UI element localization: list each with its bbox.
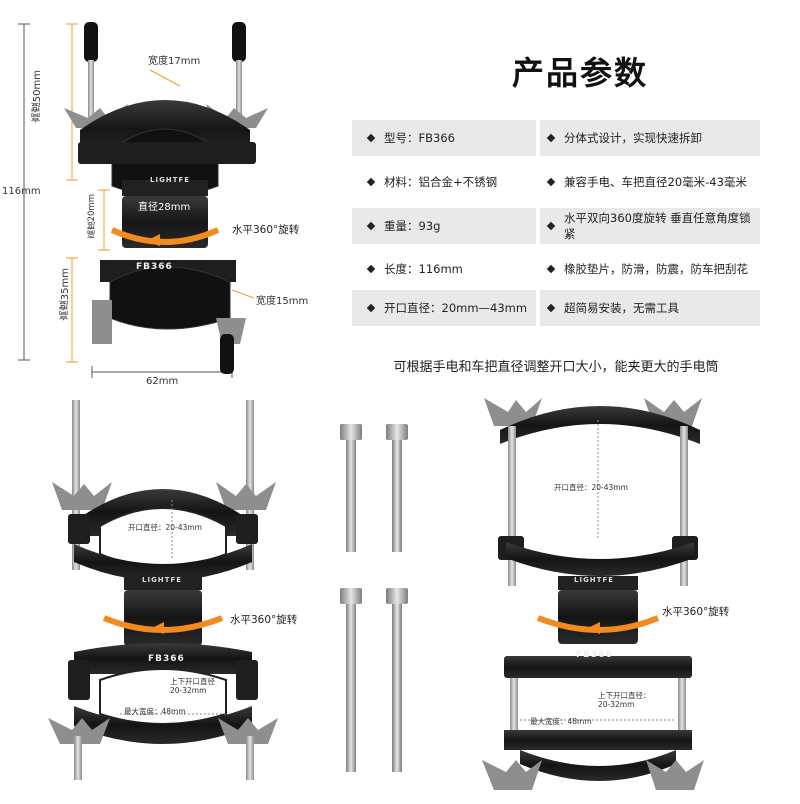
assembled-view-left: 开口直径：20-43mm LIGHTFE 水平360°旋转 FB366 上下开口… (40, 396, 300, 796)
height-mid-label: 高度20mm (87, 194, 97, 239)
spec-row: 重量：93g 水平双向360度旋转 垂直任意角度锁紧 (352, 208, 760, 244)
spec-cell-left: 长度：116mm (352, 251, 536, 287)
diameter-label: 直径28mm (138, 202, 191, 213)
width-top-label: 宽度17mm (148, 56, 201, 67)
bullet-icon (366, 133, 376, 143)
spec-text: 水平双向360度旋转 垂直任意角度锁紧 (564, 211, 751, 241)
lower-opening-label-line2: 20-32mm (170, 686, 207, 695)
width-bottom-label: 宽度15mm (256, 296, 309, 307)
bullet-icon (546, 264, 556, 274)
assembled-illustration-right (482, 398, 704, 790)
spec-text: 分体式设计，实现快速拆卸 (564, 131, 702, 145)
opening-label: 开口直径：20-43mm (554, 483, 628, 492)
product-dimension-illustration (18, 22, 268, 378)
product-dimension-view: 高度50mm 宽度17mm 116mm 直径28mm 高度20mm 水平360°… (0, 0, 340, 400)
spec-cell-left: 开口直径：20mm—43mm (352, 290, 536, 326)
width-total-label: 62mm (146, 376, 179, 387)
page-title: 产品参数 (511, 54, 648, 92)
spec-text: 超简易安装，无需工具 (564, 301, 679, 315)
bullet-icon (366, 221, 376, 231)
spec-row: 长度：116mm 橡胶垫片，防滑，防震，防车把刮花 (352, 251, 760, 287)
bullet-icon (546, 133, 556, 143)
spec-text: 橡胶垫片，防滑，防震，防车把刮花 (564, 262, 748, 276)
spec-cell-right: 兼容手电、车把直径20毫米-43毫米 (540, 164, 760, 200)
lower-opening-label-line2: 20-32mm (598, 700, 635, 709)
spec-cell-right: 水平双向360度旋转 垂直任意角度锁紧 (540, 208, 760, 244)
model-marking: FB366 (148, 654, 185, 664)
spec-cell-right: 超简易安装，无需工具 (540, 290, 760, 326)
spec-row: 型号：FB366 分体式设计，实现快速拆卸 (352, 120, 760, 156)
screws-illustration (340, 424, 408, 772)
caption: 可根据手电和车把直径调整开口大小，能夹更大的手电筒 (393, 360, 719, 375)
bullet-icon (546, 177, 556, 187)
model-marking: FB366 (136, 262, 173, 272)
bullet-icon (366, 303, 376, 313)
spec-cell-left: 型号：FB366 (352, 120, 536, 156)
opening-label: 开口直径：20-43mm (128, 523, 202, 532)
spec-cell-left: 重量：93g (352, 208, 536, 244)
spec-text: 材料：铝合金+不锈钢 (384, 175, 498, 189)
rotation-label: 水平360°旋转 (662, 606, 730, 618)
bullet-icon (366, 264, 376, 274)
height-top-label: 高度50mm (32, 70, 43, 123)
brand-logo: LIGHTFE (574, 576, 615, 584)
spec-row: 材料：铝合金+不锈钢 兼容手电、车把直径20毫米-43毫米 (352, 164, 760, 200)
spec-cell-right: 分体式设计，实现快速拆卸 (540, 120, 760, 156)
total-height-label: 116mm (2, 186, 41, 197)
bullet-icon (546, 221, 556, 231)
spec-text: 长度：116mm (384, 262, 463, 276)
spec-text: 开口直径：20mm—43mm (384, 301, 528, 315)
spec-text: 型号：FB366 (384, 131, 455, 145)
lower-opening-label-line1: 上下开口直径： (598, 691, 651, 700)
lower-opening-label-line1: 上下开口直径 (170, 677, 215, 686)
assembled-view-right: 开口直径：20-43mm LIGHTFE 水平360°旋转 FB366 上下开口… (480, 390, 729, 800)
spec-text: 重量：93g (384, 219, 441, 233)
brand-logo: LIGHTFE (142, 576, 183, 584)
rotation-label: 水平360°旋转 (232, 224, 300, 236)
spec-cell-left: 材料：铝合金+不锈钢 (352, 164, 536, 200)
height-bottom-label: 高度35mm (60, 268, 71, 321)
model-marking: FB366 (576, 650, 613, 660)
bullet-icon (366, 177, 376, 187)
brand-logo: LIGHTFE (150, 176, 191, 184)
max-width-label: 最大宽度：48mm (530, 717, 592, 726)
spec-text: 兼容手电、车把直径20毫米-43毫米 (564, 175, 747, 189)
max-width-label: 最大宽度：48mm (124, 707, 186, 716)
bullet-icon (546, 303, 556, 313)
assembled-illustration-left (48, 400, 278, 780)
spec-row: 开口直径：20mm—43mm 超简易安装，无需工具 (352, 290, 760, 326)
rotation-label: 水平360°旋转 (230, 614, 298, 626)
screws-group (330, 420, 430, 780)
spec-cell-right: 橡胶垫片，防滑，防震，防车把刮花 (540, 251, 760, 287)
